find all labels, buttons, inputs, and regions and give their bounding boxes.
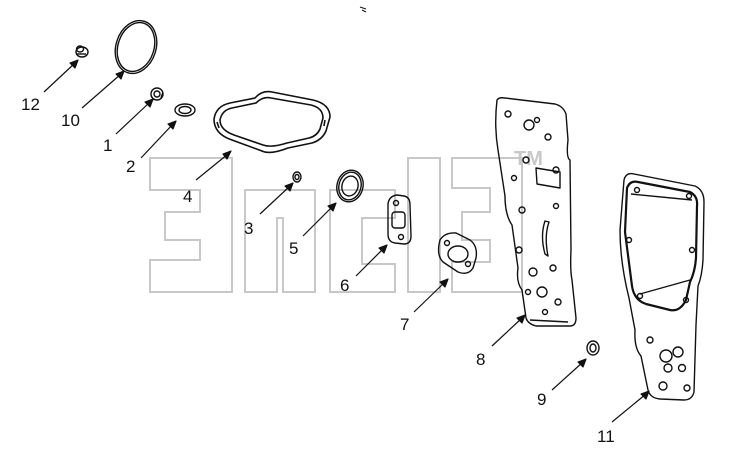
part-9-small-seal [586,340,600,356]
callout-10: 10 [61,111,80,130]
callout-9: 9 [537,390,547,409]
leader-lines [43,59,650,423]
callout-12: 12 [21,95,40,114]
callout-11: 11 [597,427,615,446]
top-mark [359,6,367,13]
part-6-plate-gasket [387,194,412,245]
part-3-small-o-ring [292,171,302,183]
part-4-gasket [213,90,331,154]
part-7-flange-gasket [437,232,478,275]
callout-1: 1 [103,136,113,155]
callout-7: 7 [400,315,410,334]
part-5-round-seal [336,169,364,203]
callout-2: 2 [126,157,136,176]
callout-8: 8 [476,350,486,369]
callout-3: 3 [244,219,254,238]
part-2-seal-ring [174,103,196,117]
callout-4: 4 [183,187,193,206]
part-8-cooler-plate [495,97,577,327]
part-11-large-gasket-plate [619,172,705,401]
callout-6: 6 [340,276,350,295]
part-10-large-o-ring [114,19,158,75]
part-12-plug [75,45,89,58]
callout-5: 5 [289,239,299,258]
part-1-bushing [150,87,164,101]
